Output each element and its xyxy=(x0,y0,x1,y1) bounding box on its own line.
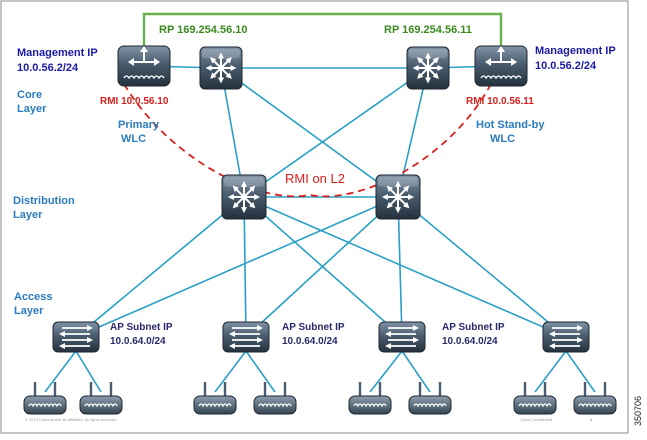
link-dist-1-access-2 xyxy=(243,196,247,338)
primary-wlc-label-1: Primary xyxy=(118,119,160,131)
mgmt-ip-left-title: Management IP xyxy=(17,47,98,59)
link-access-point-3-1 xyxy=(369,350,403,393)
access-point-4-1 xyxy=(513,382,557,415)
links-layer xyxy=(44,65,596,393)
rmi-on-l2-label: RMI on L2 xyxy=(285,171,345,186)
switch-arrows-icon xyxy=(229,325,263,349)
access-point-icon xyxy=(518,403,552,408)
multilayer-switch-icon xyxy=(205,52,237,84)
access-point-icon xyxy=(578,403,612,408)
distribution-switch-1 xyxy=(221,174,267,220)
link-core-2-dist-1 xyxy=(243,67,429,198)
ap-subnet-2-title: AP Subnet IP xyxy=(282,322,345,333)
primary-wlc xyxy=(117,45,171,87)
link-access-point-2-2 xyxy=(245,350,276,393)
rp-label-left: RP 169.254.56.10 xyxy=(159,24,247,36)
link-access-point-1-1 xyxy=(44,350,77,393)
figure-frame xyxy=(0,0,629,434)
link-core-1-dist-2 xyxy=(220,67,399,198)
footer-confidential: Cisco Confidential xyxy=(520,417,552,422)
link-dist-1-access-4 xyxy=(243,196,567,338)
access-point-1-1 xyxy=(23,382,67,415)
rmi-label-left: RMI 10.0.56.10 xyxy=(100,96,169,107)
access-point-icon xyxy=(413,403,447,408)
devices-layer xyxy=(23,45,617,415)
ap-subnet-2-ip: 10.0.64.0/24 xyxy=(282,336,338,347)
access-switch-3 xyxy=(378,321,426,353)
access-switch-2 xyxy=(222,321,270,353)
access-point-icon xyxy=(198,403,232,408)
switch-arrows-icon xyxy=(385,325,419,349)
standby-wlc-label-2: WLC xyxy=(490,133,515,145)
link-access-point-1-2 xyxy=(75,350,102,393)
access-layer-label-2: Layer xyxy=(14,305,44,317)
primary-wlc-label-2: WLC xyxy=(121,133,146,145)
distribution-layer-label-1: Distribution xyxy=(13,195,75,207)
access-point-icon xyxy=(28,403,62,408)
standby-wlc-label-1: Hot Stand-by xyxy=(476,119,545,131)
rp-link xyxy=(142,12,503,46)
access-switch-4 xyxy=(542,321,590,353)
link-dist-2-access-4 xyxy=(397,196,567,338)
access-switch-1 xyxy=(52,321,100,353)
access-point-icon xyxy=(258,403,292,408)
multilayer-switch-icon xyxy=(412,52,444,84)
access-point-3-2 xyxy=(408,382,452,415)
ap-subnet-3-title: AP Subnet IP xyxy=(442,322,505,333)
link-access-point-3-2 xyxy=(401,350,431,393)
ap-subnet-1-title: AP Subnet IP xyxy=(110,322,173,333)
link-access-point-4-2 xyxy=(565,350,596,393)
link-dist-2-access-2 xyxy=(245,196,399,338)
access-point-icon xyxy=(84,403,118,408)
multilayer-switch-icon xyxy=(227,180,261,214)
multilayer-switch-icon xyxy=(381,180,415,214)
access-point-4-2 xyxy=(573,382,617,415)
distribution-layer-label-2: Layer xyxy=(13,209,43,221)
link-access-point-4-1 xyxy=(534,350,567,393)
core-switch-1 xyxy=(199,46,243,90)
access-point-3-1 xyxy=(348,382,392,415)
core-layer-label-1: Core xyxy=(17,89,42,101)
core-switch-2 xyxy=(406,46,450,90)
footer-copyright: © 2013 Cisco and/or its affiliates. All … xyxy=(25,417,117,422)
access-point-1-2 xyxy=(79,382,123,415)
ap-subnet-1-ip: 10.0.64.0/24 xyxy=(110,336,166,347)
wireless-controller-icon xyxy=(123,46,165,80)
rmi-label-right: RMI 10.0.56.11 xyxy=(466,96,534,107)
ap-subnet-3-ip: 10.0.64.0/24 xyxy=(442,336,498,347)
figure-number: 350706 xyxy=(633,396,643,426)
link-dist-2-access-3 xyxy=(397,196,403,338)
switch-arrows-icon xyxy=(59,325,93,349)
mgmt-ip-right-title: Management IP xyxy=(535,45,616,57)
mgmt-ip-right-value: 10.0.56.2/24 xyxy=(535,60,597,72)
access-point-2-1 xyxy=(193,382,237,415)
wireless-controller-icon xyxy=(480,46,522,80)
link-dist-2-access-1 xyxy=(75,196,399,338)
link-access-point-2-1 xyxy=(214,350,247,393)
access-point-2-2 xyxy=(253,382,297,415)
switch-arrows-icon xyxy=(549,325,583,349)
access-point-icon xyxy=(353,403,387,408)
access-layer-label-1: Access xyxy=(14,291,53,303)
mgmt-ip-left-value: 10.0.56.2/24 xyxy=(17,62,79,74)
footer-page: 8 xyxy=(590,417,593,422)
distribution-switch-2 xyxy=(375,174,421,220)
link-dist-1-access-1 xyxy=(75,196,245,338)
core-layer-label-2: Layer xyxy=(17,103,47,115)
standby-wlc xyxy=(474,45,528,87)
rp-label-right: RP 169.254.56.11 xyxy=(384,24,472,36)
